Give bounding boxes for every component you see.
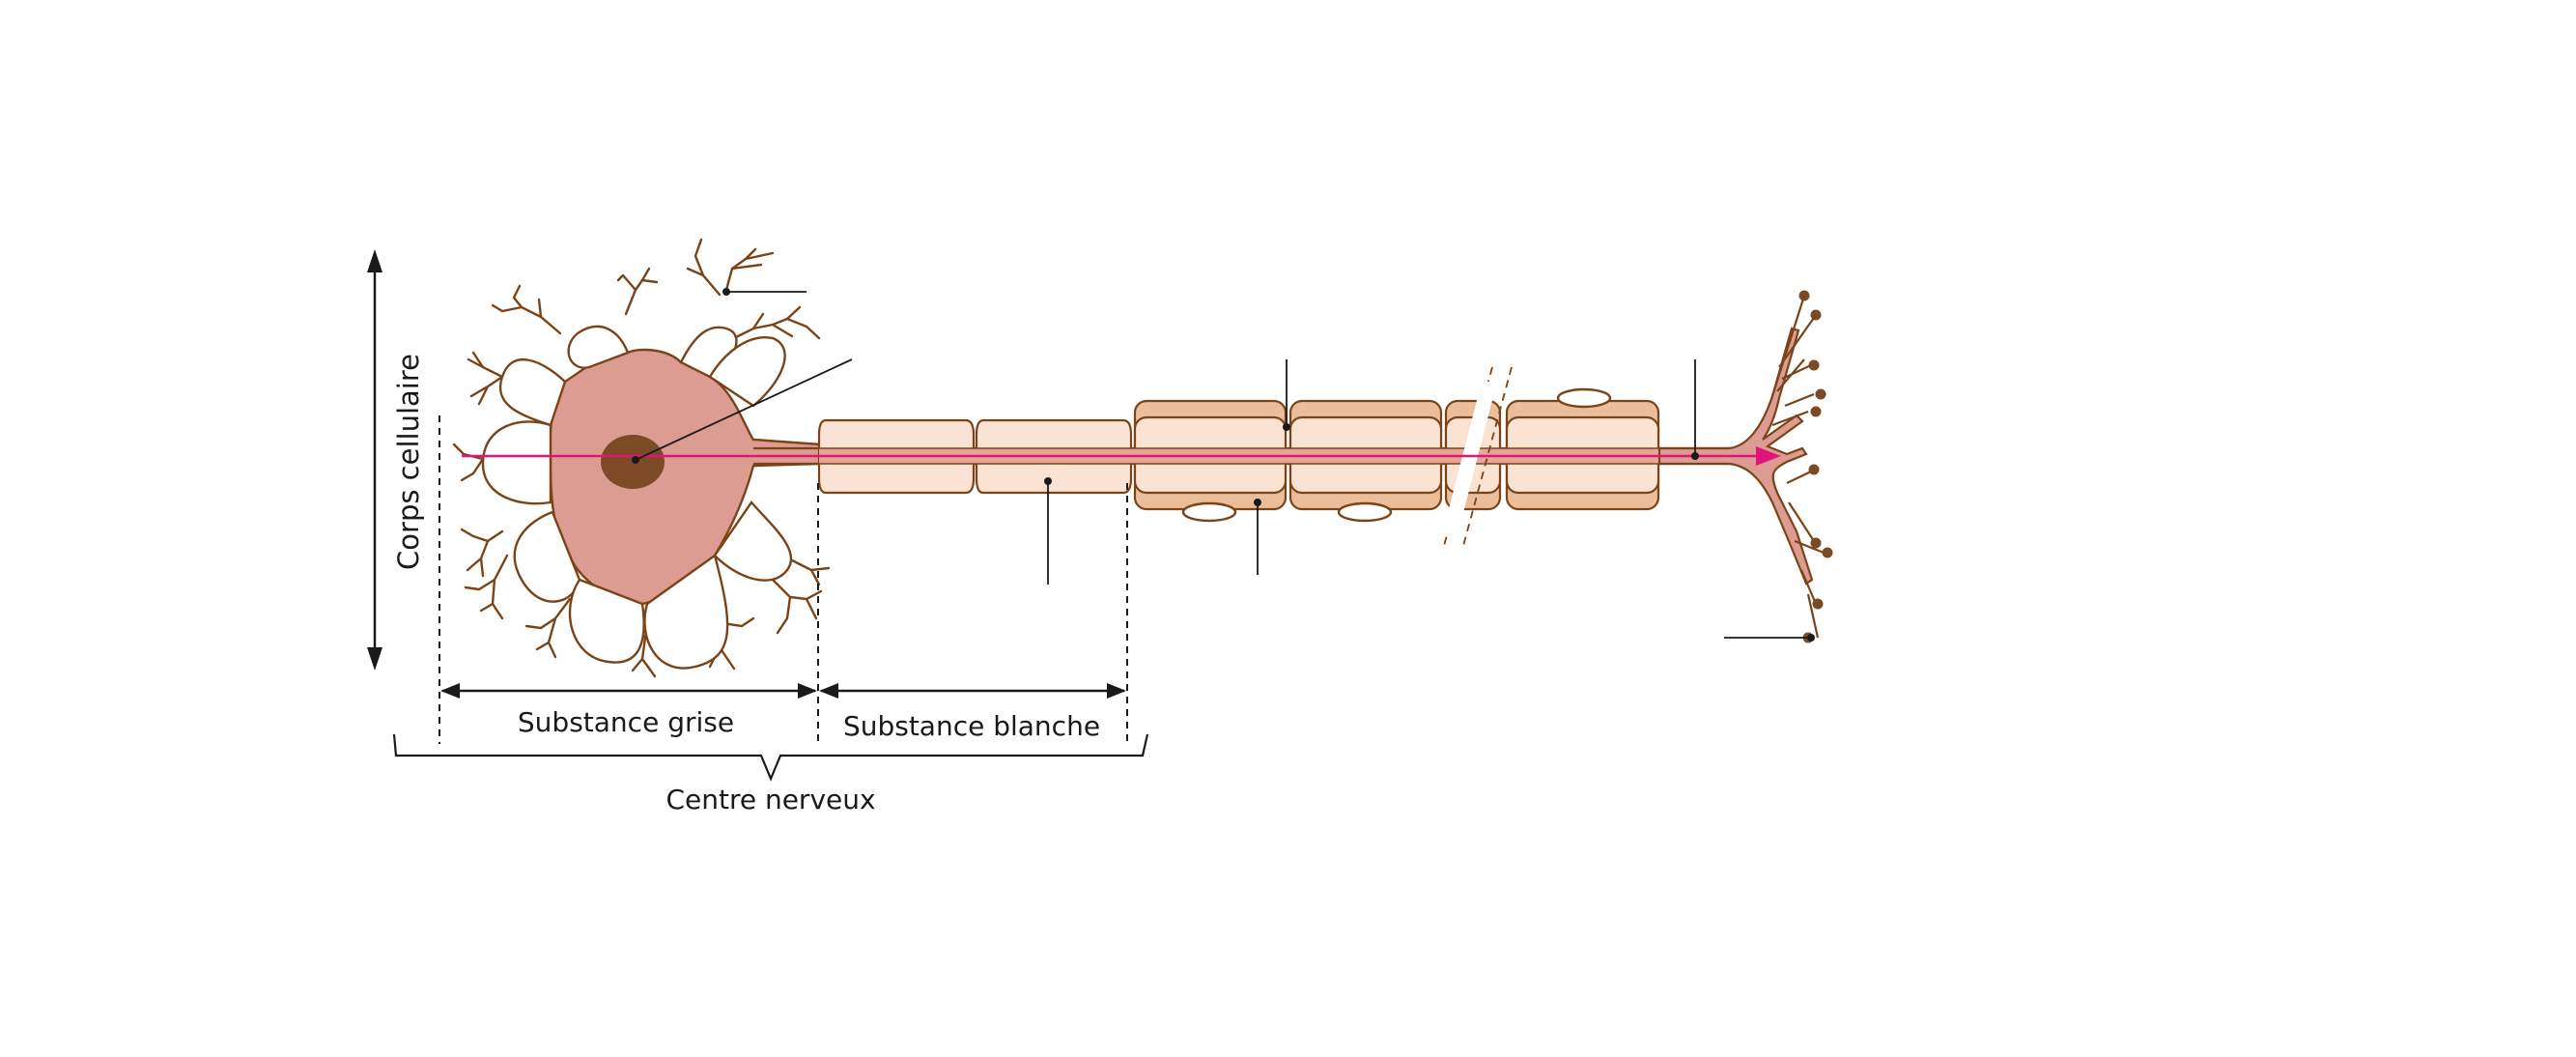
boundary-lines <box>439 415 1128 744</box>
schwann-nuclei <box>1181 387 1612 523</box>
annotation-dots <box>632 288 1815 642</box>
signal-direction-arrow <box>462 446 1781 466</box>
dendrite-lobes <box>481 325 793 670</box>
corps-cellulaire-label: Corps cellulaire <box>392 354 425 570</box>
substance-grise-label: Substance grise <box>518 706 734 738</box>
terminal-branches-lines <box>1771 358 1825 639</box>
corps-cellulaire-arrow <box>367 249 382 671</box>
centre-nerveux-brace <box>392 733 1149 782</box>
substance-blanche-arrow <box>819 683 1126 699</box>
annotation-leaders <box>635 291 1811 639</box>
substance-blanche-label: Substance blanche <box>843 710 1100 742</box>
terminal-top-branches <box>1770 295 1817 397</box>
myelin-segments-light <box>817 418 1133 495</box>
substance-grise-arrow <box>440 683 817 699</box>
centre-nerveux-label: Centre nerveux <box>665 784 875 815</box>
synaptic-boutons <box>1798 290 1833 643</box>
